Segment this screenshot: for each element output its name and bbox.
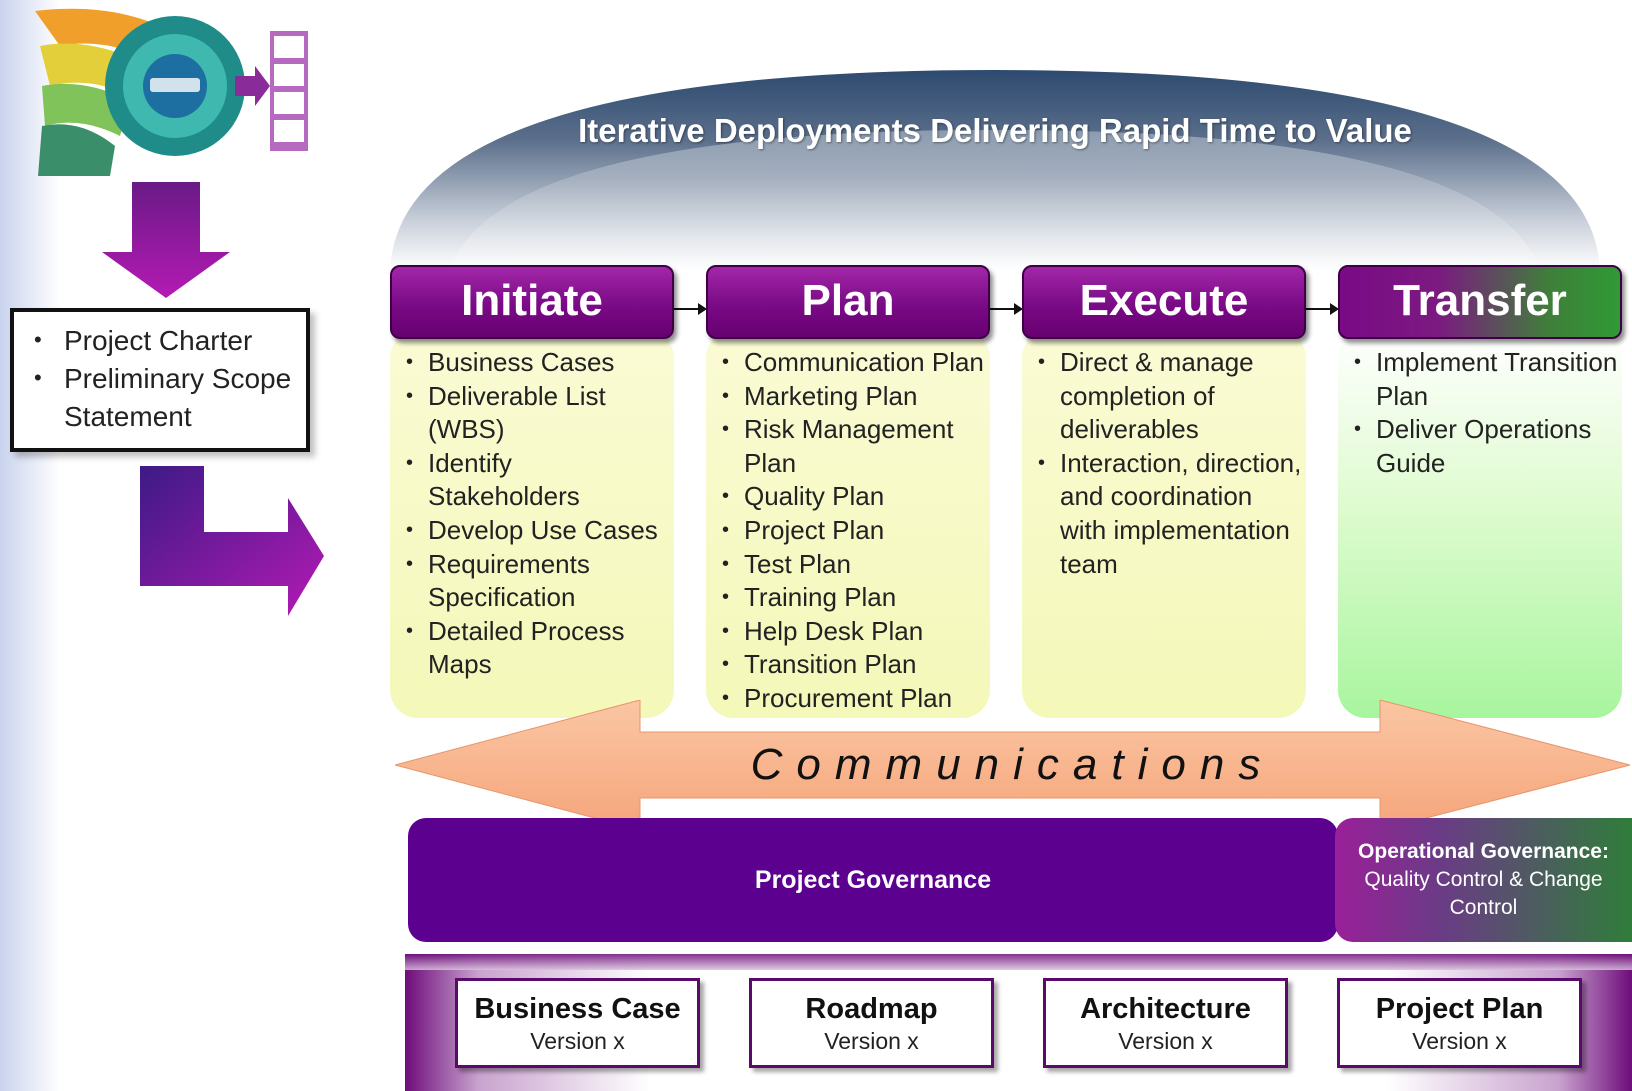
- phase-item: Test Plan: [716, 548, 986, 582]
- phase-item: Risk Management Plan: [716, 413, 986, 480]
- phase-item: Detailed Process Maps: [400, 615, 670, 682]
- operational-governance-rest: Quality Control & Change Control: [1364, 868, 1603, 919]
- phase-item: Identify Stakeholders: [400, 447, 670, 514]
- phase-item: Procurement Plan: [716, 682, 986, 716]
- document-box-project-plan: Project Plan Version x: [1337, 978, 1582, 1068]
- phase-list-plan: Communication Plan Marketing Plan Risk M…: [716, 346, 986, 716]
- operational-governance-bar: Operational Governance: Quality Control …: [1335, 818, 1632, 942]
- project-governance-bar: Project Governance: [408, 818, 1338, 942]
- document-title: Business Case: [474, 993, 681, 1025]
- phase-header-execute: Execute: [1022, 265, 1306, 339]
- phase-item: Project Plan: [716, 514, 986, 548]
- phase-header-transfer: Transfer: [1338, 265, 1622, 339]
- document-title: Architecture: [1080, 993, 1251, 1025]
- connector-arrow: [988, 303, 1023, 315]
- connector-arrow: [672, 303, 707, 315]
- document-title: Project Plan: [1375, 993, 1544, 1025]
- phase-list-transfer: Implement Transition Plan Deliver Operat…: [1348, 346, 1618, 480]
- document-box-business-case: Business Case Version x: [455, 978, 700, 1068]
- project-inputs-box: Project Charter Preliminary Scope Statem…: [10, 308, 310, 452]
- bent-right-arrow: [140, 466, 324, 616]
- methodology-wheel-thumbnail: [35, 8, 308, 176]
- phase-item: Interaction, direction, and coordination…: [1032, 447, 1302, 581]
- operational-governance-bold: Operational Governance:: [1358, 840, 1609, 863]
- phase-item: Help Desk Plan: [716, 615, 986, 649]
- input-item: Preliminary Scope Statement: [34, 359, 306, 436]
- phase-item: Quality Plan: [716, 480, 986, 514]
- phase-item: Develop Use Cases: [400, 514, 670, 548]
- down-arrow: [102, 182, 230, 298]
- document-version: Version x: [530, 1028, 625, 1054]
- phase-header-plan: Plan: [706, 265, 990, 339]
- phase-item: Direct & manage completion of deliverabl…: [1032, 346, 1302, 447]
- phase-item: Transition Plan: [716, 648, 986, 682]
- document-box-architecture: Architecture Version x: [1043, 978, 1288, 1068]
- phase-item: Implement Transition Plan: [1348, 346, 1618, 413]
- phase-item: Training Plan: [716, 581, 986, 615]
- communications-arrow: [395, 700, 1630, 830]
- input-item: Project Charter: [34, 321, 306, 360]
- document-version: Version x: [1412, 1028, 1507, 1054]
- document-title: Roadmap: [805, 993, 938, 1025]
- phase-list-initiate: Business Cases Deliverable List (WBS) Id…: [400, 346, 670, 682]
- document-version: Version x: [824, 1028, 919, 1054]
- project-inputs-list: Project Charter Preliminary Scope Statem…: [14, 321, 306, 436]
- phase-item: Communication Plan: [716, 346, 986, 380]
- phase-list-execute: Direct & manage completion of deliverabl…: [1032, 346, 1302, 581]
- phase-item: Requirements Specification: [400, 548, 670, 615]
- document-box-roadmap: Roadmap Version x: [749, 978, 994, 1068]
- phase-header-initiate: Initiate: [390, 265, 674, 339]
- phase-item: Business Cases: [400, 346, 670, 380]
- communications-label: Communications: [750, 740, 1275, 789]
- iterative-deployments-arch: [390, 70, 1600, 270]
- phase-item: Marketing Plan: [716, 380, 986, 414]
- connector-arrow: [1304, 303, 1339, 315]
- phase-item: Deliverable List (WBS): [400, 380, 670, 447]
- arch-title: Iterative Deployments Delivering Rapid T…: [578, 112, 1412, 149]
- document-version: Version x: [1118, 1028, 1213, 1054]
- phase-item: Deliver Operations Guide: [1348, 413, 1618, 480]
- deliverables-band-top: [405, 954, 1632, 970]
